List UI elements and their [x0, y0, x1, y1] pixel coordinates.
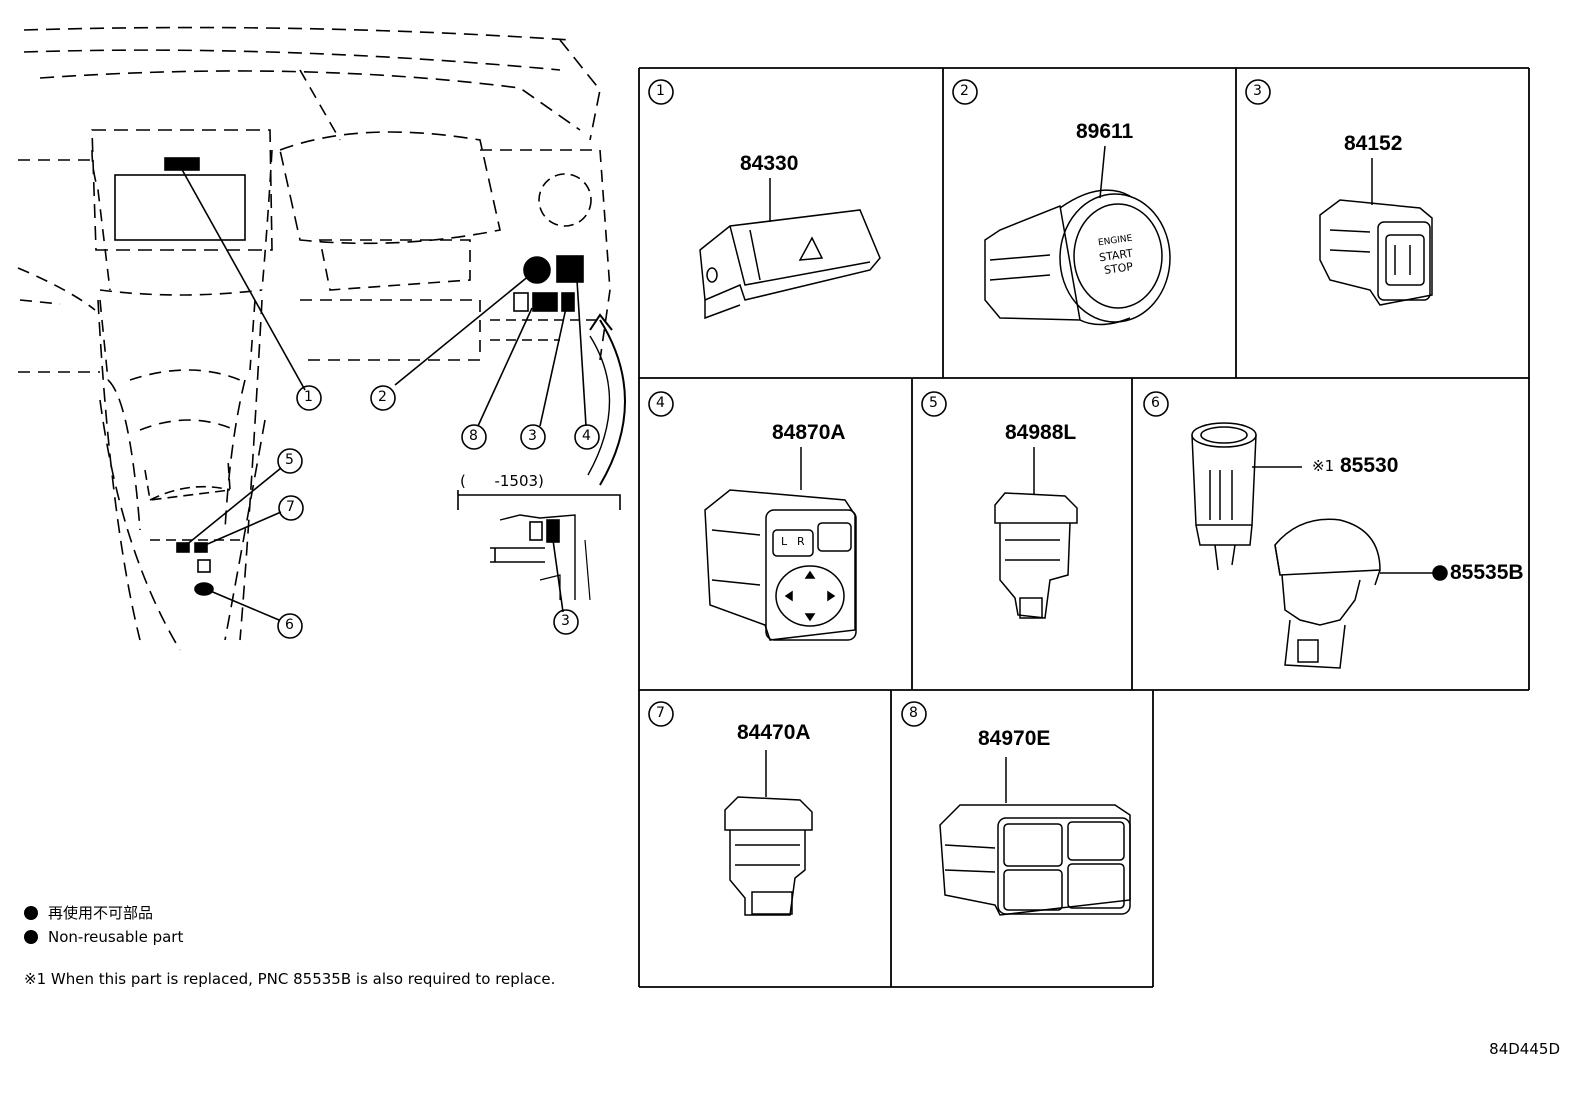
overview-callout-3: 3	[528, 428, 537, 444]
overview-callout-5: 5	[285, 452, 294, 468]
part-hazard-switch	[699, 178, 881, 320]
part-number-84152: 84152	[1344, 132, 1403, 155]
mirror-l-label: L	[781, 535, 788, 548]
cell-callout-3: 3	[1253, 83, 1262, 99]
cell-callout-6: 6	[1151, 395, 1160, 411]
non-reusable-dot-icon	[24, 930, 38, 944]
overview-callout-1: 1	[304, 389, 313, 405]
part-engine-start-button	[984, 145, 1171, 326]
part-switch-84988L	[994, 447, 1078, 619]
legend-jp: 再使用不可部品	[24, 902, 153, 923]
diagram-code: 84D445D	[1489, 1040, 1560, 1058]
overview-callouts	[277, 385, 600, 639]
part-number-84970E: 84970E	[978, 727, 1051, 750]
part-number-84470A: 84470A	[737, 721, 811, 744]
replacement-note: ※1 When this part is replaced, PNC 85535…	[24, 970, 556, 988]
part-switch-84470A	[724, 750, 813, 916]
part-number-85535B: 85535B	[1450, 561, 1524, 584]
part-switch-84152	[1319, 158, 1433, 306]
inset-callout-3: 3	[561, 613, 570, 629]
legend-jp-text: 再使用不可部品	[48, 904, 154, 922]
cell-callout-8: 8	[909, 705, 918, 721]
legend-en-text: Non-reusable part	[48, 928, 184, 946]
engine-label: ENGINE	[1097, 233, 1133, 249]
part-number-84870A: 84870A	[772, 421, 846, 444]
part-6a-mark: ※1	[1312, 457, 1335, 475]
overview-callout-6: 6	[285, 617, 294, 633]
mirror-r-label: R	[797, 535, 805, 548]
part-number-89611: 89611	[1076, 120, 1134, 143]
cell-callout-1: 1	[656, 83, 665, 99]
cell-callout-4: 4	[656, 395, 665, 411]
cell-callout-5: 5	[929, 395, 938, 411]
inset-range-label: ( -1503)	[460, 472, 544, 490]
overview-callout-7: 7	[286, 499, 295, 515]
cell-callout-2: 2	[960, 83, 969, 99]
part-mirror-switch	[704, 447, 857, 641]
overview-callout-2: 2	[378, 389, 387, 405]
non-reusable-dot-icon	[24, 906, 38, 920]
parts-grid	[638, 67, 1530, 988]
overview-callout-4: 4	[582, 428, 591, 444]
cell-callouts	[648, 79, 1271, 727]
part-number-84988L: 84988L	[1005, 421, 1077, 444]
stop-label: STOP	[1103, 260, 1134, 277]
part-number-84330: 84330	[740, 152, 799, 175]
cell-callout-7: 7	[656, 705, 665, 721]
part-power-outlet	[1191, 422, 1448, 669]
part-switch-84970E	[939, 757, 1131, 916]
dashboard-overview	[17, 26, 626, 651]
overview-callout-8: 8	[469, 428, 478, 444]
part-number-85530: 85530	[1340, 454, 1399, 477]
legend-en: Non-reusable part	[24, 928, 183, 946]
